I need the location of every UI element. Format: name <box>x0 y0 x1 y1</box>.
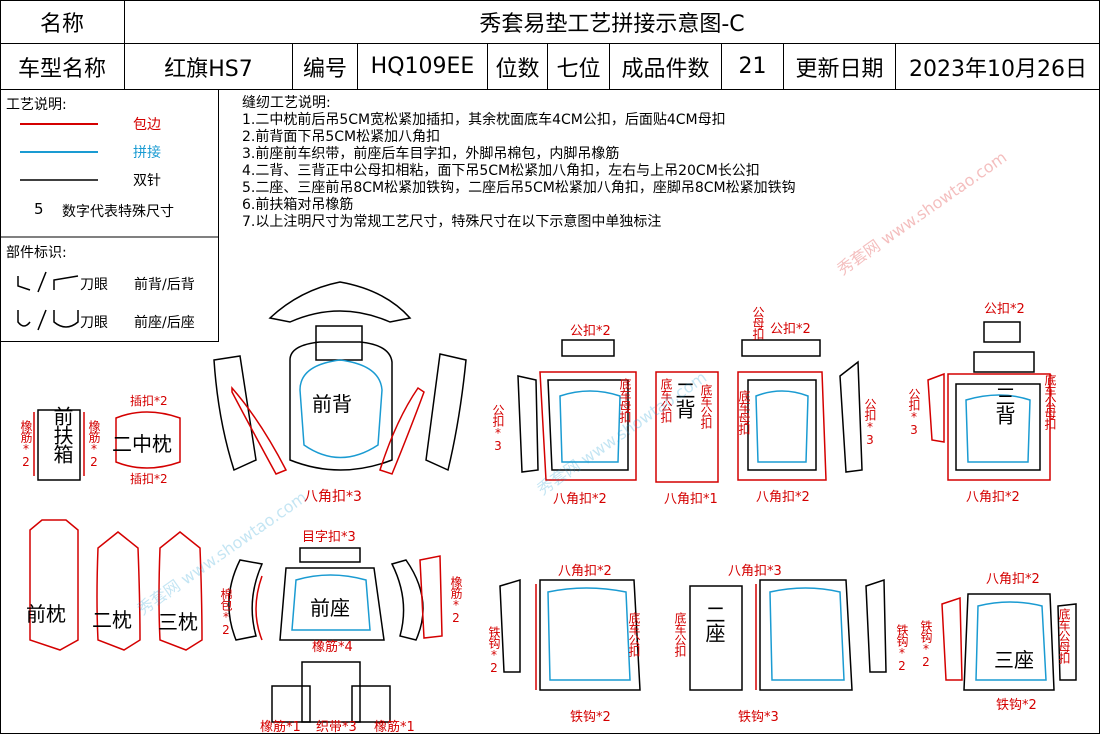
name-label: 名称 <box>0 0 125 44</box>
ss-bottom1: 铁钩*2 <box>570 710 611 725</box>
legend-double-label: 双针 <box>133 173 161 189</box>
fs-b3: 橡筋*1 <box>374 720 415 735</box>
armrest-right: 橡筋*2 <box>87 420 101 468</box>
sb-mid4: 底车母扣 <box>737 390 751 434</box>
ss-right: 铁钩*2 <box>895 624 909 672</box>
fs-top: 目字扣*3 <box>302 530 356 545</box>
third-seat-label: 三座 <box>994 648 1034 672</box>
ts-left: 铁钩*2 <box>919 620 933 668</box>
parts-id-title: 部件标识: <box>6 245 67 261</box>
legend-edge-label: 包边 <box>133 117 161 133</box>
parts-row1-desc: 前背/后背 <box>134 277 195 293</box>
sb-top1: 公扣*2 <box>570 324 611 339</box>
parts-row2-mark: 刀眼 <box>80 315 108 331</box>
third-back-label: 三背 <box>992 386 1016 424</box>
sb-top2: 公扣*2 <box>770 322 811 337</box>
second-pillow-label: 二枕 <box>92 608 132 632</box>
sb-mid2: 底车公扣 <box>659 378 673 422</box>
ts-bottom: 铁钩*2 <box>996 698 1037 713</box>
update-date: 2023年10月26日 <box>896 44 1100 90</box>
front-back-bottom: 八角扣*3 <box>304 489 362 505</box>
front-seat-pattern <box>228 547 443 723</box>
fs-right: 橡筋*2 <box>449 576 463 624</box>
seats-value: 七位 <box>548 44 610 90</box>
front-back-label: 前背 <box>312 392 352 416</box>
ss-top1: 八角扣*2 <box>558 564 612 579</box>
legend-box <box>0 90 219 342</box>
update-label: 更新日期 <box>784 44 896 90</box>
pieces-value: 21 <box>722 44 784 90</box>
sb-bottom1: 八角扣*2 <box>553 492 607 507</box>
page-title: 秀套易垫工艺拼接示意图-C <box>125 0 1100 44</box>
front-pillow-label: 前枕 <box>26 602 66 626</box>
second-seat-pattern <box>499 578 887 691</box>
legend-title: 工艺说明: <box>6 97 67 113</box>
fs-b1: 橡筋*1 <box>260 720 301 735</box>
ts-right: 底车公母扣 <box>1057 608 1071 663</box>
code-label: 编号 <box>293 44 358 90</box>
ts-top: 八角扣*2 <box>986 572 1040 587</box>
mid-pillow-pattern <box>115 411 181 469</box>
pillows-pattern <box>29 519 203 651</box>
mid-pillow-label: 二中枕 <box>112 432 172 456</box>
tb-left: 公扣*3 <box>907 388 921 436</box>
fs-b2: 织带*3 <box>316 720 357 735</box>
legend-num-key: 5 <box>34 200 44 218</box>
notes-title: 缝纫工艺说明: <box>242 95 331 111</box>
third-back-pattern <box>927 321 1051 481</box>
tb-bottom: 八角扣*2 <box>966 490 1020 505</box>
note-line-5: 5.二座、三座前吊8CM松紧加铁钩，二座后吊5CM松紧加八角扣，座脚吊8CM松紧… <box>242 180 796 196</box>
second-back-label: 二背 <box>672 380 696 418</box>
sb-left: 公扣*3 <box>491 404 505 452</box>
legend-join-label: 拼接 <box>133 145 161 161</box>
mid-pillow-bottom: 插扣*2 <box>130 472 168 486</box>
front-seat-label: 前座 <box>310 596 350 620</box>
fs-left: 棉包*2 <box>219 588 233 636</box>
ss-top2: 八角扣*3 <box>728 564 782 579</box>
tb-right: 底车公母扣 <box>1043 374 1057 429</box>
legend-num-desc: 数字代表特殊尺寸 <box>62 204 174 220</box>
parts-row2-desc: 前座/后座 <box>134 315 195 331</box>
sb-right: 公扣*3 <box>863 398 877 446</box>
ss-bottom2: 铁钩*3 <box>738 710 779 725</box>
armrest-pattern <box>33 409 85 481</box>
note-line-1: 1.二中枕前后吊5CM宽松紧加插扣，其余枕面底车4CM公扣，后面贴4CM母扣 <box>242 112 726 128</box>
ss-mid1: 底车公扣 <box>627 612 641 656</box>
front-back-pattern <box>213 281 467 475</box>
ss-left: 铁钩*2 <box>487 626 501 674</box>
note-line-6: 6.前扶箱对吊橡筋 <box>242 197 354 213</box>
third-pillow-label: 三枕 <box>158 610 198 634</box>
sb-mid3: 底车公扣 <box>699 384 713 428</box>
fs-bottom: 橡筋*4 <box>312 640 353 655</box>
note-line-2: 2.前背面下吊5CM松紧加八角扣 <box>242 129 441 145</box>
parts-row1-mark: 刀眼 <box>80 277 108 293</box>
third-seat-pattern <box>941 593 1077 691</box>
tb-top: 公扣*2 <box>984 302 1025 317</box>
sb-top-small: 公母扣 <box>751 306 765 339</box>
armrest-label: 前扶箱 <box>50 406 74 463</box>
note-line-4: 4.二背、三背正中公母扣相粘，面下吊5CM松紧加八角扣，左右与上吊20CM长公扣 <box>242 163 760 179</box>
car-model-value: 红旗HS7 <box>125 44 293 90</box>
second-seat-label: 二座 <box>702 604 726 642</box>
seats-label: 位数 <box>488 44 548 90</box>
car-model-label: 车型名称 <box>0 44 125 90</box>
sb-bottom2: 八角扣*1 <box>664 492 718 507</box>
sb-mid1: 底车母扣 <box>618 378 632 422</box>
pieces-label: 成品件数 <box>610 44 722 90</box>
mid-pillow-top: 插扣*2 <box>130 394 168 408</box>
sb-bottom3: 八角扣*2 <box>756 490 810 505</box>
note-line-7: 7.以上注明尺寸为常规工艺尺寸，特殊尺寸在以下示意图中单独标注 <box>242 214 662 230</box>
second-back-pattern <box>517 339 863 483</box>
armrest-left: 橡筋*2 <box>19 420 33 468</box>
note-line-3: 3.前座前车织带，前座后车目字扣，外脚吊棉包，内脚吊橡筋 <box>242 146 620 162</box>
ss-mid2: 底车公扣 <box>673 612 687 656</box>
code-value: HQ109EE <box>358 44 488 90</box>
